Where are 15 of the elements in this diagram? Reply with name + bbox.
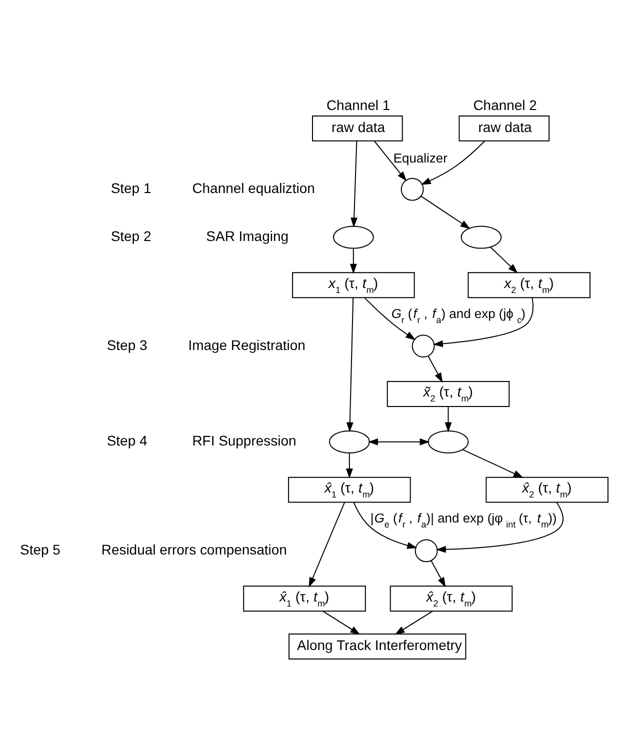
label: Step 4 (106, 432, 148, 449)
label: Image Registration (188, 336, 306, 353)
node-label: Channel 1 (326, 97, 390, 114)
edge-label: G$_{r}$ (f$_{r}$ , f$_{a}$) and exp (jϕ$_{c}$) (391, 306, 526, 326)
label: Channel equaliztion (192, 180, 315, 196)
label: Step 2 (110, 228, 152, 244)
label: SAR Imaging (206, 228, 288, 244)
label: RFI Suppression (192, 432, 296, 449)
label: Residual errors compensation (101, 541, 287, 558)
edge-label: |G$_{e}$ (f$_{r}$ , f$_{a}$)| and exp (jφ$_{int}$ (τ, t$_{m}$)) (370, 510, 557, 530)
edge-label: Equalizer (393, 150, 448, 166)
label: Step 1 (110, 180, 152, 196)
node-label: Channel 2 (473, 97, 537, 114)
label: Step 3 (106, 336, 148, 353)
label: Step 5 (20, 541, 60, 558)
